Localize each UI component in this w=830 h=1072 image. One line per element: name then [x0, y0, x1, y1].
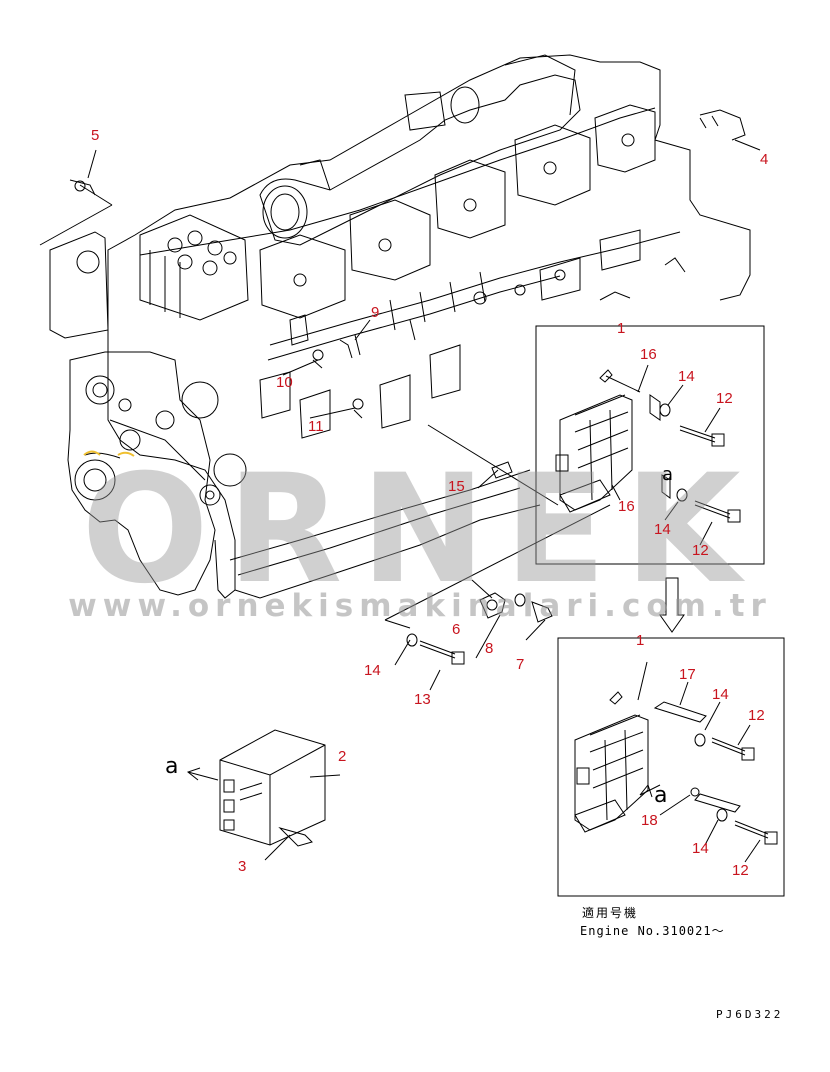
watermark-brand: ORNEK: [81, 443, 759, 617]
transition-arrow: [659, 577, 685, 633]
front-gear-case: [67, 351, 221, 596]
intake-manifold: [259, 54, 581, 246]
callout-7: 7: [516, 656, 525, 673]
callout-4: 4: [760, 151, 769, 168]
detail-box-upper: [491, 325, 765, 565]
rear-plate: [39, 184, 113, 339]
callout-3: 3: [238, 858, 247, 875]
engine-controller: [186, 729, 661, 847]
detail-box-lower: [557, 637, 785, 897]
callout-14-a: 14: [678, 368, 695, 385]
loose-parts: [406, 592, 553, 665]
block-side-details: [181, 229, 686, 487]
callout-6: 6: [452, 621, 461, 638]
callout-16-b: 16: [618, 498, 635, 515]
callout-12-d: 12: [732, 862, 749, 879]
applicability-jp: 適用号機: [582, 906, 639, 920]
callout-16-a: 16: [640, 346, 657, 363]
callout-1-upper: 1: [617, 320, 626, 337]
callout-14-d: 14: [712, 686, 729, 703]
view-arrow-a-right: a: [654, 783, 668, 808]
callout-18: 18: [641, 812, 658, 829]
view-arrow-a-left: a: [165, 754, 179, 779]
callout-14-c: 14: [364, 662, 381, 679]
callout-14-b: 14: [654, 521, 671, 538]
callout-13: 13: [414, 691, 431, 708]
applicability-engine-no: Engine No.310021～: [580, 924, 725, 938]
callout-11: 11: [308, 418, 324, 435]
callout-12-b: 12: [692, 542, 709, 559]
callout-8: 8: [485, 640, 494, 657]
callout-12-c: 12: [748, 707, 765, 724]
callout-2: 2: [338, 748, 347, 765]
drawing-code: PJ6D322: [716, 1008, 784, 1021]
block-sensors: [69, 109, 746, 419]
engine-block: [107, 54, 751, 599]
view-arrow-a-upper: a: [662, 464, 674, 485]
callout-15: 15: [448, 478, 465, 495]
watermark-url: www.ornekismakinalari.com.tr: [68, 588, 772, 624]
callout-14-e: 14: [692, 840, 709, 857]
callout-17: 17: [679, 666, 696, 683]
callout-5: 5: [91, 127, 100, 144]
callout-12-a: 12: [716, 390, 733, 407]
highlight-marks: [83, 450, 135, 457]
cylinder-heads: [139, 104, 656, 321]
callout-10: 10: [276, 374, 293, 391]
callout-1-lower: 1: [636, 632, 645, 649]
callout-9: 9: [371, 304, 380, 321]
